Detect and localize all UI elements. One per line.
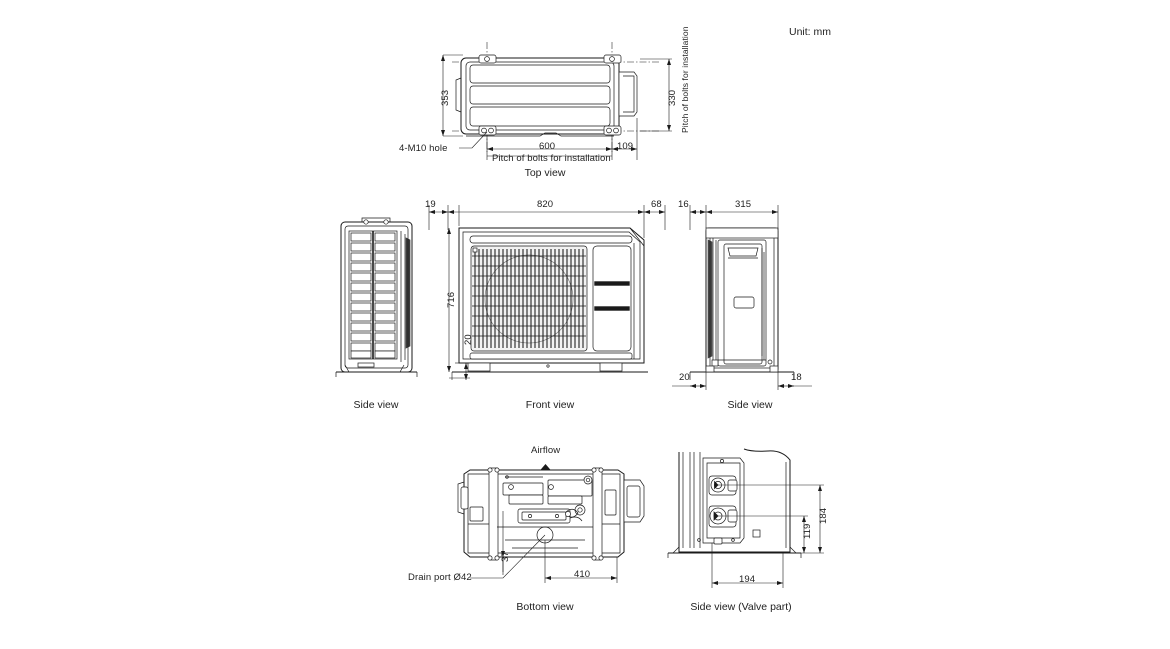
front-view-label: Front view: [525, 399, 575, 411]
top-view-m10-hole-note: 4-M10 hole: [399, 143, 448, 154]
side-view-left-label: Side view: [353, 399, 399, 411]
bottom-view-airflow-label: Airflow: [531, 445, 561, 456]
top-view-pitch-horizontal-note: Pitch of bolts for installation: [492, 153, 611, 164]
bottom-view-label: Bottom view: [516, 601, 574, 613]
side-view-right-dim-20: 20: [679, 372, 690, 383]
side-view-right-dim-18: 18: [791, 372, 802, 383]
unit-note: Unit: mm: [789, 26, 831, 38]
valve-view-dim-194: 194: [739, 574, 756, 585]
front-view-dim-820: 820: [537, 199, 554, 210]
front-view-dim-68: 68: [651, 199, 662, 210]
valve-view-dim-119: 119: [802, 523, 813, 539]
valve-view-dim-184: 184: [818, 507, 829, 524]
side-view-right-dim-315: 315: [735, 199, 752, 210]
front-view-dim-19: 19: [425, 199, 436, 210]
top-view-dim-600: 600: [539, 141, 556, 152]
bottom-view-drain-port-note: Drain port Ø42: [408, 572, 472, 583]
side-view-valve-label: Side view (Valve part): [690, 601, 792, 613]
side-view-right-label: Side view: [727, 399, 773, 411]
side-view-right-dim-16: 16: [678, 199, 689, 210]
bottom-view-dim-410: 410: [574, 569, 591, 580]
top-view-label: Top view: [524, 167, 566, 179]
top-view-dim-109: 109: [617, 141, 634, 152]
